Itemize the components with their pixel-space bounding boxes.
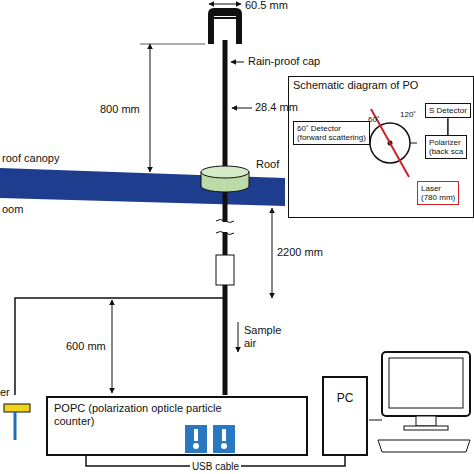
dimension-label: 600 mm	[66, 340, 106, 353]
node-title: PC	[326, 392, 364, 406]
monitor	[382, 352, 470, 416]
angle-label: 60˚	[368, 115, 380, 124]
angle-label: 120˚	[400, 110, 416, 119]
leader-line	[231, 62, 244, 63]
connector-label: USB cable	[190, 461, 241, 472]
node-title: Laser	[421, 184, 455, 193]
instrument-box: POPC (polarization opticle particle coun…	[46, 396, 308, 456]
keyboard	[378, 440, 470, 452]
dimension-label: 60.5 mm	[245, 0, 288, 12]
flow-label: Sample air	[244, 324, 284, 349]
inlet-pipe	[223, 40, 228, 222]
dimension-label: 800 mm	[100, 103, 140, 116]
dimension-label: 28.4 mm	[255, 101, 298, 114]
side-tube	[15, 298, 223, 395]
base-cylinder	[201, 166, 249, 178]
part-label: roof canopy	[2, 152, 59, 165]
popc-icon	[185, 425, 207, 453]
coupling	[216, 255, 234, 285]
dimension-line	[272, 208, 273, 298]
dimension-line	[209, 4, 241, 5]
detector-box: S Detector	[425, 103, 471, 118]
part-label: Rain-proof cap	[248, 55, 320, 68]
popc-icon	[213, 425, 235, 453]
part-label: er	[0, 386, 10, 399]
pipe-break	[216, 220, 234, 235]
polarizer-box: Polarizer(back sca	[425, 135, 467, 159]
monitor-cable	[369, 420, 382, 421]
node-note: (forward scattering)	[297, 133, 366, 142]
node-title: Polarizer	[429, 138, 463, 147]
node-title: Schematic diagram of PO	[293, 79, 469, 92]
node-note: (back sca	[429, 147, 463, 156]
node-title: S Detector	[429, 106, 467, 115]
filter-tube	[14, 412, 17, 440]
monitor-stand	[416, 416, 436, 426]
dimension-line	[112, 300, 113, 393]
part-label: Roof	[256, 158, 279, 171]
dimension-line	[232, 108, 252, 109]
schematic-panel: Schematic diagram of PO 60˚ Detector(forw…	[288, 76, 474, 218]
part-label: oom	[2, 203, 23, 216]
node-title: POPC (polarization opticle particle coun…	[54, 402, 224, 427]
cap-bar	[214, 17, 236, 19]
detector-box: 60˚ Detector(forward scattering)	[293, 121, 370, 145]
dimension-line	[150, 44, 151, 172]
flow-arrow	[238, 322, 239, 352]
computer-box: PC	[322, 376, 368, 456]
rain-cap	[208, 8, 242, 44]
laser-box: Laser(780 mm)	[417, 181, 459, 205]
monitor-screen	[389, 358, 463, 408]
connector	[447, 118, 449, 135]
node-title: 60˚ Detector	[297, 124, 366, 133]
node-note: (780 mm)	[421, 193, 455, 202]
filter	[4, 404, 30, 412]
dimension-label: 2200 mm	[277, 246, 323, 259]
